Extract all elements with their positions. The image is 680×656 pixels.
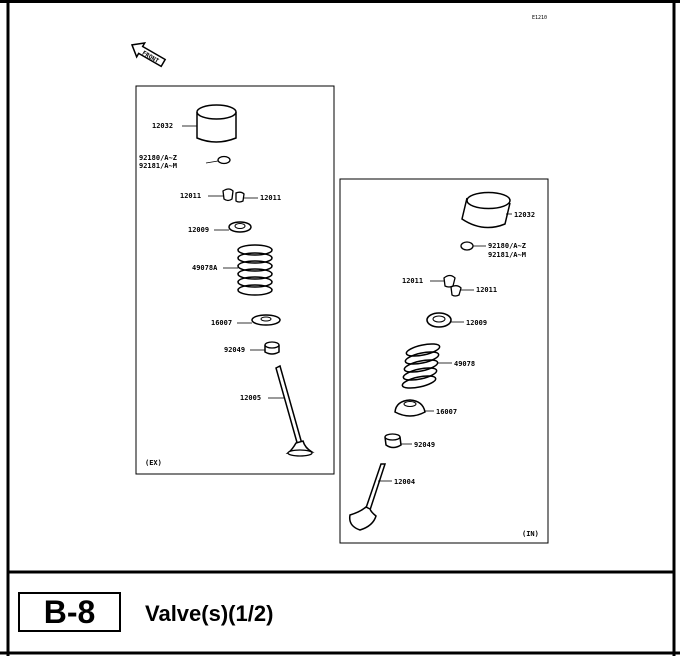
in-label-retainer: 12009 bbox=[466, 319, 487, 327]
ex-valve: 12005 bbox=[240, 364, 315, 457]
ex-label-spring: 49078A bbox=[192, 264, 218, 272]
ex-label-seal: 92049 bbox=[224, 346, 245, 354]
in-valve: 12004 bbox=[348, 463, 415, 531]
section-code: B-8 bbox=[43, 593, 96, 630]
in-label-seal: 92049 bbox=[414, 441, 435, 449]
ex-valve-seal: 92049 bbox=[224, 341, 280, 355]
in-label-shim1: 92180/A~Z bbox=[488, 242, 526, 250]
ex-label-seat: 16007 bbox=[211, 319, 232, 327]
ex-label-tappet: 12032 bbox=[152, 122, 173, 130]
section-code-box: B-8 bbox=[18, 592, 121, 632]
ex-label-shim2: 92181/A~M bbox=[139, 162, 177, 170]
ex-panel-tag: (EX) bbox=[145, 459, 162, 467]
ex-spring-seat: 16007 bbox=[211, 314, 281, 327]
in-shim: 92180/A~Z 92181/A~M bbox=[460, 241, 526, 259]
ex-retainer: 12009 bbox=[188, 221, 252, 234]
ex-shim: 92180/A~Z 92181/A~M bbox=[139, 154, 231, 170]
ex-label-cotter-left: 12011 bbox=[180, 192, 201, 200]
in-label-seat: 16007 bbox=[436, 408, 457, 416]
in-spring-seat: 16007 bbox=[394, 399, 457, 417]
in-label-shim2: 92181/A~M bbox=[488, 251, 526, 259]
in-label-spring: 49078 bbox=[454, 360, 475, 368]
ex-cotters: 12011 12011 bbox=[180, 188, 281, 203]
in-cotters: 12011 12011 bbox=[402, 274, 497, 297]
ex-spring bbox=[223, 244, 273, 296]
page-title: Valve(s)(1/2) bbox=[145, 601, 274, 626]
intake-valve-panel: 12032 92180/A~Z 92181/A~M 12011 12011 12… bbox=[339, 178, 549, 544]
in-tappet: 12032 bbox=[461, 191, 535, 229]
ex-label-retainer: 12009 bbox=[188, 226, 209, 234]
in-label-valve: 12004 bbox=[394, 478, 415, 486]
in-label-cotter-left: 12011 bbox=[402, 277, 423, 285]
exhaust-valve-panel: 12032 92180/A~Z 92181/A~M 12011 12011 12… bbox=[135, 85, 335, 475]
ex-label-shim1: 92180/A~Z bbox=[139, 154, 177, 162]
in-label-tappet: 12032 bbox=[514, 211, 535, 219]
ex-tappet: 12032 bbox=[152, 104, 237, 143]
diagram-code: E1210 bbox=[532, 15, 548, 21]
ex-label-valve: 12005 bbox=[240, 394, 261, 402]
in-spring bbox=[401, 343, 452, 389]
in-retainer: 12009 bbox=[426, 312, 487, 328]
in-label-cotter-right: 12011 bbox=[476, 286, 497, 294]
front-arrow-icon: FRONT bbox=[130, 42, 167, 68]
in-valve-seal: 92049 bbox=[384, 433, 435, 449]
ex-label-cotter-right: 12011 bbox=[260, 194, 281, 202]
in-panel-tag: (IN) bbox=[522, 530, 539, 538]
